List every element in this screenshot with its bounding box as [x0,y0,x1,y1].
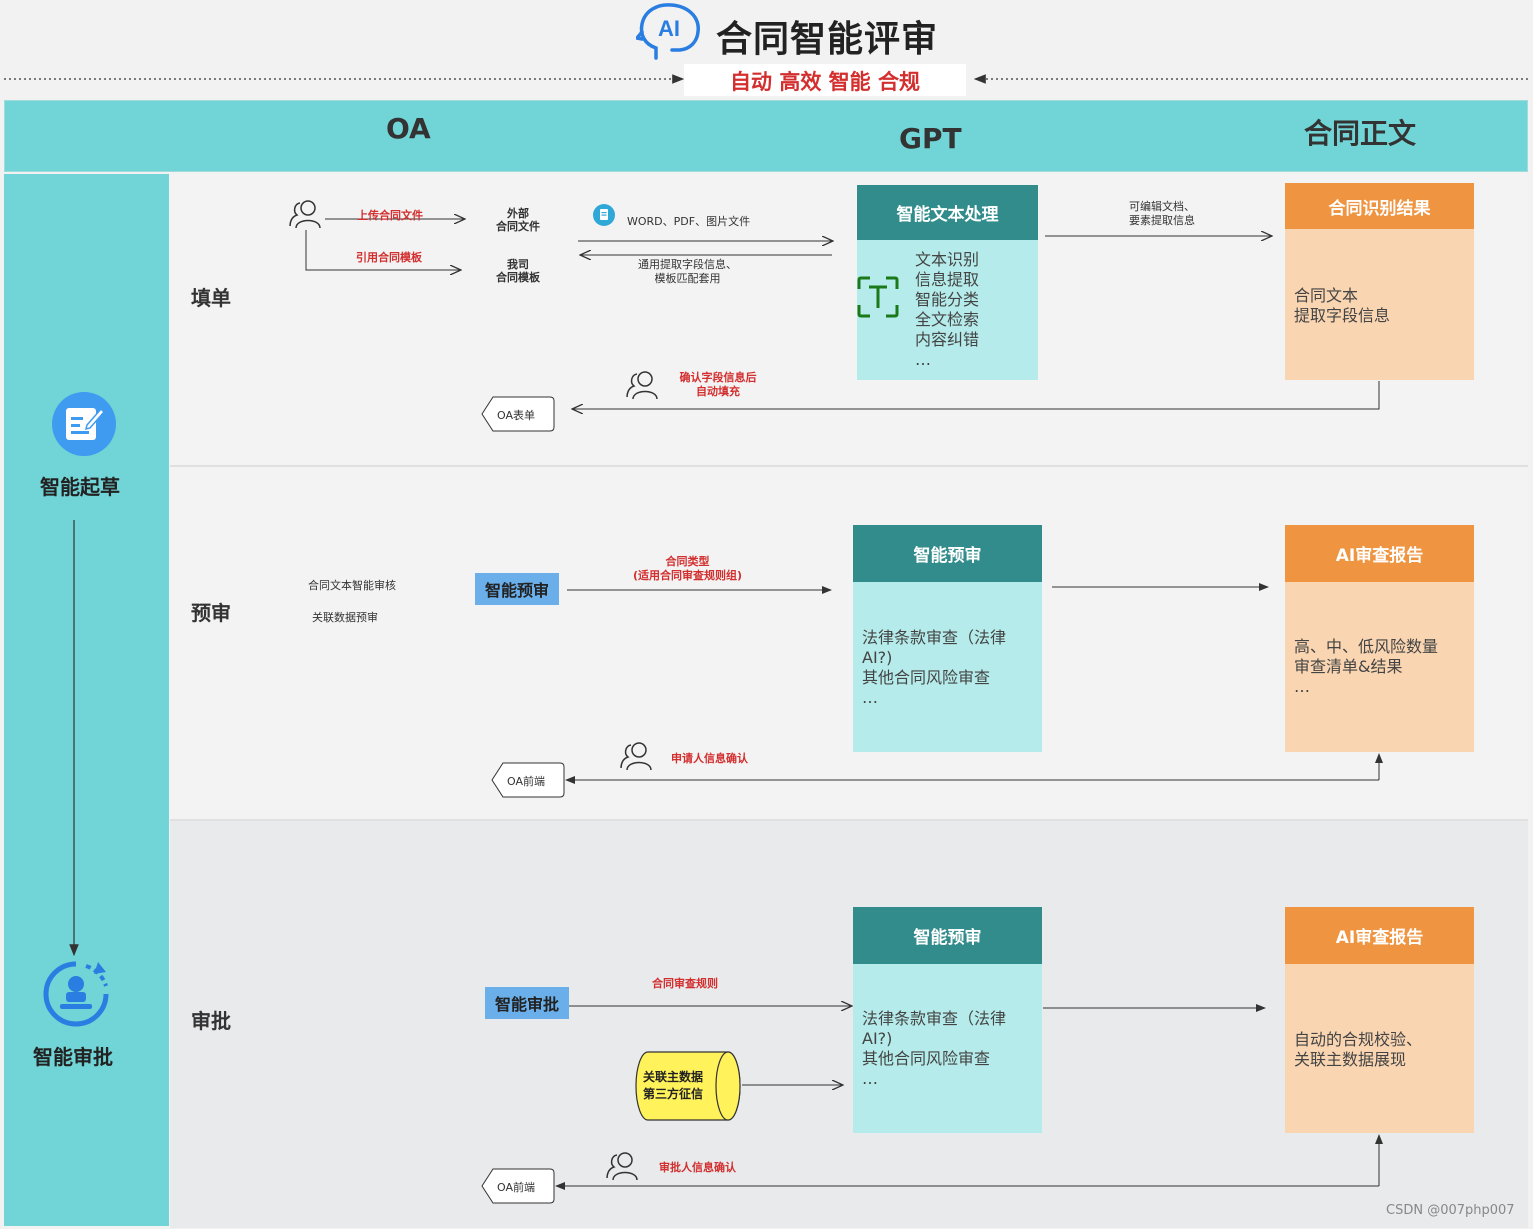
gpt-text-processing-body [857,240,1038,380]
oa-front-tag-2 [481,1168,555,1204]
gpt-text-processing-items: 文本识别 信息提取 智能分类 全文检索 内容纠错 … [915,250,980,369]
approve-report-text: 自动的合规校验、 关联主数据展现 [1294,1030,1423,1069]
file-types-label: WORD、PDF、图片文件 [627,215,751,228]
applicant-confirm-label: 申请人信息确认 [671,752,748,765]
user-icon [619,740,657,772]
lane-approve-label: 审批 [191,1009,231,1033]
text-recognition-icon [856,275,900,319]
user-icon [605,1150,643,1182]
prereview-box-text: 法律条款审查（法律 AI?) 其他合同风险审查 … [862,628,1007,707]
result-title: 合同识别结果 [1285,183,1474,229]
our-template-label: 我司 合同模板 [496,258,540,284]
sidebar-draft-label: 智能起草 [40,475,120,499]
approve-box-title: 智能预审 [853,907,1042,964]
template-label: 引用合同模板 [356,251,422,264]
smart-approve-tag: 智能审批 [485,987,569,1019]
approve-box-text: 法律条款审查（法律 AI?) 其他合同风险审查 … [862,1009,1007,1088]
sidebar-approve-label: 智能审批 [33,1045,113,1069]
document-icon [592,203,616,227]
approve-report-body [1285,964,1474,1133]
approve-box-body [853,964,1042,1133]
lane-prereview-label: 预审 [191,601,231,625]
page-subtitle: 自动 高效 智能 合规 [730,70,920,94]
subtitle-box [684,64,966,96]
approve-arrow-label: 合同审查规则 [652,977,718,990]
oa-front-label-2: OA前端 [497,1181,535,1194]
ai-logo-icon: AI [633,2,706,64]
upload-label: 上传合同文件 [357,209,423,222]
prereview-box-title: 智能预审 [853,525,1042,582]
gpt-text-processing-title: 智能文本处理 [857,185,1038,240]
column-gpt: GPT [899,122,962,155]
oa-front-label-1: OA前端 [507,775,545,788]
prereview-report-body [1285,582,1474,752]
prereview-text-1: 合同文本智能审核 [308,579,396,592]
sidebar-column [4,174,169,1226]
page-title: 合同智能评审 [716,19,939,60]
prereview-text-2: 关联数据预审 [312,611,378,624]
data-cylinder-icon [635,1051,741,1121]
watermark: CSDN @007php007 [1386,1203,1515,1218]
to-result-label: 可编辑文档、 要素提取信息 [1129,200,1195,227]
user-icon [288,198,326,230]
draft-icon [51,391,117,457]
lane-fill-label: 填单 [191,286,231,310]
result-body [1285,229,1474,380]
prereview-report-title: AI审查报告 [1285,525,1474,582]
user-icon [625,369,663,401]
column-oa: OA [386,112,431,145]
cylinder-label: 关联主数据 第三方征信 [643,1070,704,1101]
oa-front-tag-1 [491,762,565,798]
approve-report-title: AI审查报告 [1285,907,1474,964]
column-header-band [4,100,1528,172]
prereview-arrow-label: 合同类型 (适用合同审查规则组) [632,555,743,582]
smart-prereview-tag: 智能预审 [475,573,559,605]
oa-form-label: OA表单 [497,409,535,422]
external-doc-label: 外部 合同文件 [496,207,540,233]
oa-form-tag [481,396,555,432]
approve-icon [40,960,112,1028]
return-label: 通用提取字段信息、 模板匹配套用 [638,258,737,285]
confirm-fill-label: 确认字段信息后 自动填充 [679,371,757,398]
prereview-report-text: 高、中、低风险数量 审查清单&结果 … [1294,637,1439,696]
prereview-box-body [853,582,1042,752]
column-contract: 合同正文 [1304,117,1417,150]
result-body-text: 合同文本 提取字段信息 [1294,286,1391,325]
ai-logo-text: AI [658,16,680,41]
approver-confirm-label: 审批人信息确认 [659,1161,736,1174]
